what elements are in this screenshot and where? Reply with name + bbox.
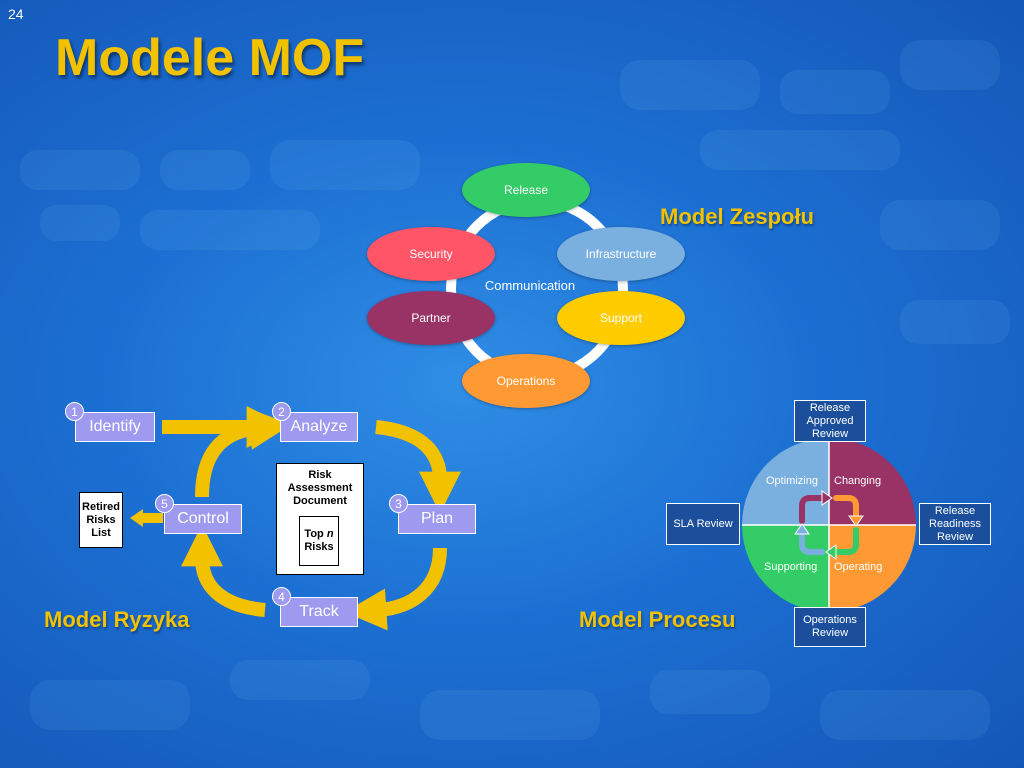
quadrant-optimizing <box>742 438 829 525</box>
team-role-partner: Partner <box>367 291 495 345</box>
page-number: 24 <box>8 6 24 22</box>
step-number-1: 1 <box>65 402 84 421</box>
quadrant-label-supporting: Supporting <box>764 561 818 573</box>
quadrant-changing <box>829 438 916 525</box>
cycle-arrow-bottom <box>833 527 859 555</box>
top-n-risks-line2: Risks <box>304 541 334 553</box>
arrow-plan-to-track <box>344 547 447 631</box>
retired-risks-list: Retired Risks List <box>79 492 123 548</box>
quadrant-label-operating: Operating <box>834 561 883 573</box>
team-role-operations: Operations <box>462 354 590 408</box>
top-n-risks-box: Top n Risks <box>299 516 339 566</box>
team-role-infrastructure: Infrastructure <box>557 227 685 281</box>
team-model-center-label: Communication <box>484 278 576 293</box>
review-release-approved: Release Approved Review <box>794 400 866 442</box>
cycle-arrow-top <box>799 495 825 524</box>
process-model-label: Model Procesu <box>579 607 736 632</box>
review-operations: Operations Review <box>794 607 866 647</box>
quadrant-operating <box>829 525 916 612</box>
step-number-4: 4 <box>272 587 291 606</box>
team-model-label: Model Zespołu <box>660 204 814 229</box>
risk-model-label: Model Ryzyka <box>44 607 190 632</box>
step-number-5: 5 <box>155 494 174 513</box>
risk-step-control: Control <box>164 504 242 534</box>
risk-step-identify: Identify <box>75 412 155 442</box>
team-role-security: Security <box>367 227 495 281</box>
risk-step-analyze: Analyze <box>280 412 358 442</box>
risk-assessment-document-label: Risk Assessment Document <box>287 469 353 507</box>
arrow-control-to-retired <box>130 509 143 527</box>
process-quadrant-circle <box>742 438 916 612</box>
step-number-3: 3 <box>389 494 408 513</box>
arrow-control-to-analyze <box>195 408 292 498</box>
risk-assessment-document: Risk Assessment Document Top n Risks <box>276 463 364 575</box>
page-title: Modele MOF <box>55 29 365 87</box>
quadrant-label-changing: Changing <box>834 475 882 487</box>
team-role-release: Release <box>462 163 590 217</box>
risk-step-plan: Plan <box>398 504 476 534</box>
cycle-arrow-left <box>799 531 825 555</box>
review-release-readiness: Release Readiness Review <box>919 503 991 545</box>
team-role-support: Support <box>557 291 685 345</box>
risk-step-track: Track <box>280 597 358 627</box>
quadrant-supporting <box>742 525 829 612</box>
review-sla: SLA Review <box>666 503 740 545</box>
arrow-track-to-control <box>181 524 266 617</box>
arrow-analyze-to-plan <box>375 420 461 514</box>
step-number-2: 2 <box>272 402 291 421</box>
top-n-risks-line1: Top n <box>304 528 334 540</box>
cycle-arrow-right <box>833 495 859 519</box>
quadrant-label-optimizing: Optimizing <box>766 475 818 487</box>
